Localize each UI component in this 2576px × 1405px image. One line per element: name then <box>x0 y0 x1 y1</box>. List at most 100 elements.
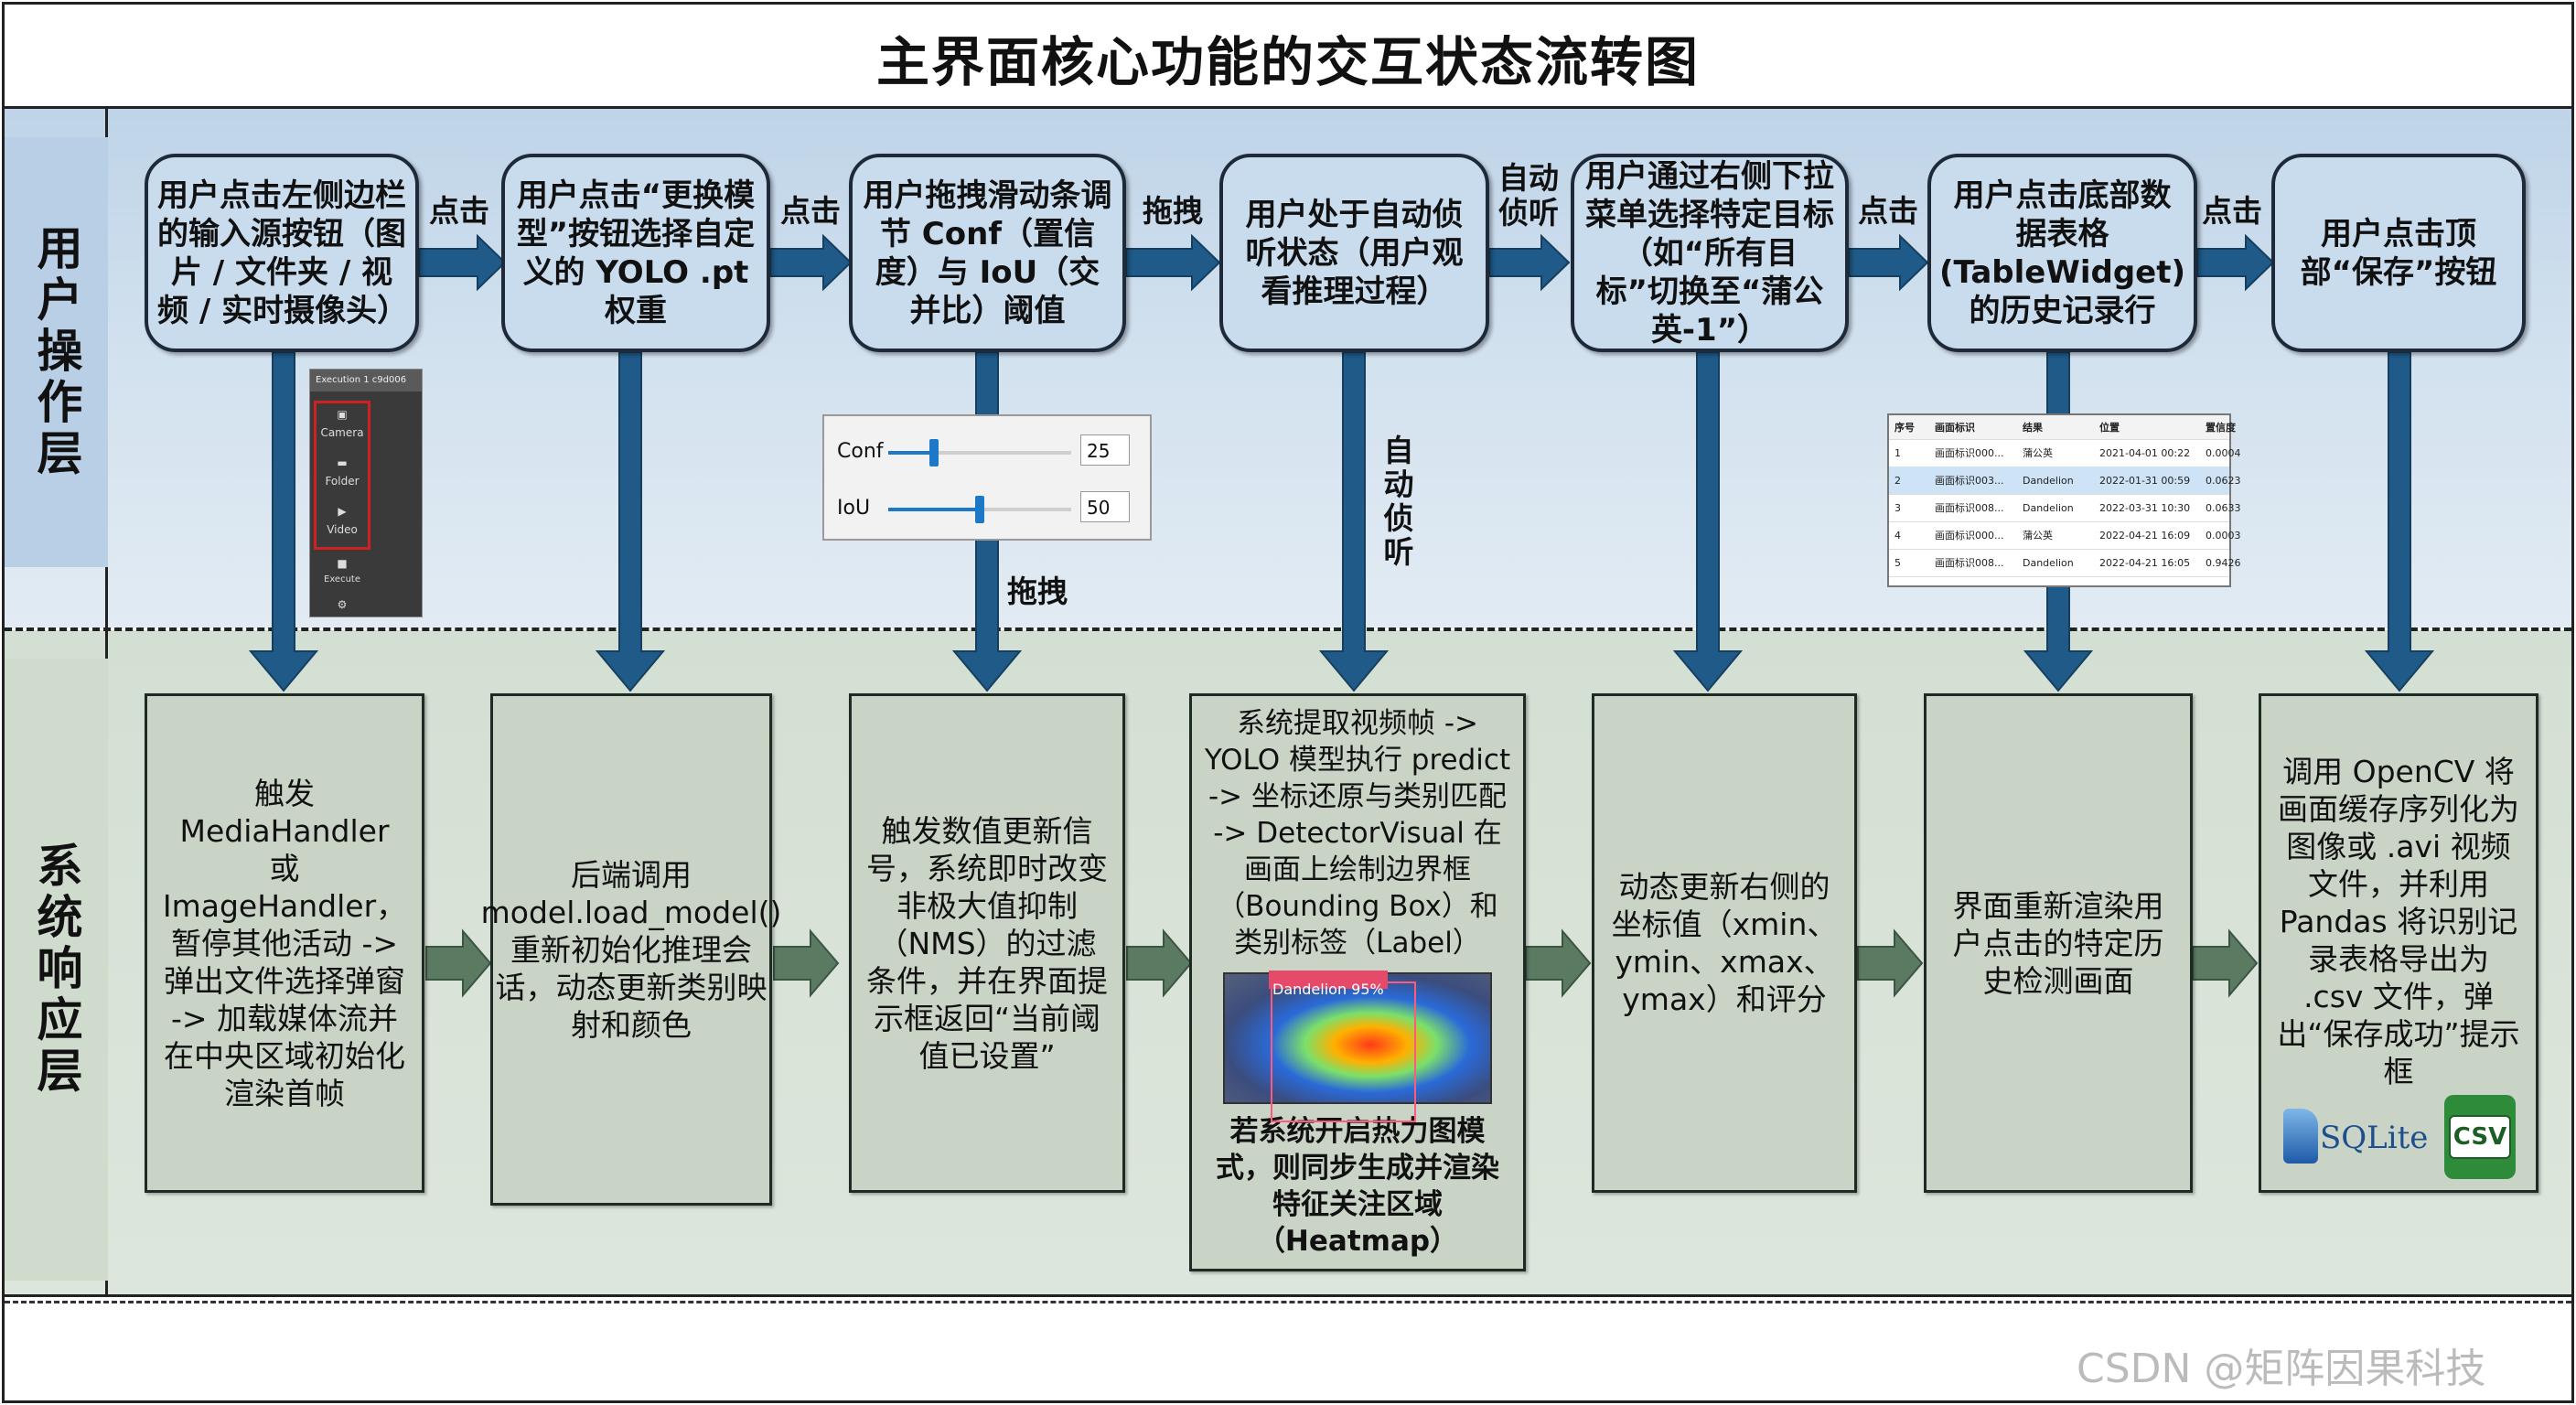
table-header-cell: 置信度 <box>2206 422 2236 434</box>
conf-label: Conf <box>837 440 884 463</box>
sqlite-text: SQLite <box>2320 1120 2429 1156</box>
table-cell: 0.0004 <box>2206 446 2241 459</box>
table-cell: 蒲公英 <box>2023 447 2053 459</box>
edge-label-2: 点击 <box>780 193 841 229</box>
user-step-1: 用户点击左侧边栏的输入源按钮（图片 / 文件夹 / 视频 / 实时摄像头） <box>145 154 419 352</box>
down-arrow-4 <box>1318 351 1390 692</box>
conf-track <box>888 439 1071 467</box>
sidebar-execute: Execute <box>324 574 360 585</box>
system-step-5: 动态更新右侧的坐标值（xmin、ymin、xmax、ymax）和评分 <box>1592 693 1857 1193</box>
table-cell: 0.9426 <box>2206 556 2241 569</box>
table-cell: 2022-03-31 10:30 <box>2099 501 2191 514</box>
system-step-4: 系统提取视频帧 -> YOLO 模型执行 predict -> 坐标还原与类别匹… <box>1189 693 1526 1271</box>
sidebar-highlight-frame <box>314 401 370 550</box>
slider-panel-thumbnail: Conf 25 IoU 50 <box>822 414 1152 541</box>
table-cell: Dandelion <box>2023 501 2074 514</box>
system-step-7: 调用 OpenCV 将画面缓存序列化为图像或 .avi 视频文件，并利用 Pan… <box>2259 693 2538 1193</box>
diagram-title: 主界面核心功能的交互状态流转图 <box>875 30 1700 93</box>
title-divider <box>2 106 2574 109</box>
iou-fill <box>888 508 980 511</box>
sqlite-feather-icon <box>2283 1109 2318 1164</box>
lane-bottom-border <box>5 1294 2571 1297</box>
table-cell: 0.0003 <box>2206 529 2241 542</box>
table-cell: 2022-04-21 16:09 <box>2099 529 2191 542</box>
system-arrow-6 <box>2192 928 2259 998</box>
lane-divider <box>5 627 2571 631</box>
system-step-4-top: 系统提取视频帧 -> YOLO 模型执行 predict -> 坐标还原与类别匹… <box>1204 707 1511 960</box>
table-header-cell: 画面标识 <box>1935 422 1975 434</box>
bounding-box <box>1271 981 1416 1122</box>
user-step-5: 用户通过右侧下拉菜单选择特定目标（如“所有目标”切换至“蒲公英-1”） <box>1571 154 1849 352</box>
table-cell: 2022-04-21 16:05 <box>2099 556 2191 569</box>
user-arrow-3 <box>1125 233 1221 292</box>
user-arrow-6 <box>2196 233 2275 292</box>
system-step-6: 界面重新渲染用户点击的特定历史检测画面 <box>1924 693 2193 1193</box>
edge-label-6: 点击 <box>2202 193 2262 229</box>
sidebar-thumbnail: Execution 1 c9d006 ▣ Camera ▬ Folder ▶ V… <box>309 369 423 617</box>
table-cell: 画面标识000... <box>1935 447 2004 459</box>
lane-bottom-dashed <box>5 1301 2571 1303</box>
conf-spinbox[interactable]: 25 <box>1080 434 1130 466</box>
down-arrow-5 <box>1672 351 1744 692</box>
system-arrow-5 <box>1857 928 1924 998</box>
execute-icon: ■ <box>337 557 348 570</box>
sidebar-video: Video <box>327 523 358 536</box>
table-cell: 5 <box>1894 556 1901 569</box>
vertical-label-auto: 自动侦听 <box>1379 434 1414 570</box>
system-step-3: 触发数值更新信号，系统即时改变非极大值抑制（NMS）的过滤条件，并在界面提示框返… <box>849 693 1125 1193</box>
edge-label-3: 拖拽 <box>1143 193 1203 229</box>
table-header: 序号画面标识结果位置置信度 <box>1889 415 2236 440</box>
edge-label-4: 自动侦听 <box>1498 160 1559 231</box>
system-step-1: 触发 MediaHandler 或 ImageHandler，暂停其他活动 ->… <box>145 693 424 1193</box>
system-lane-label: 系统响应层 <box>5 659 108 1281</box>
table-cell: 2022-01-31 00:59 <box>2099 474 2191 487</box>
user-arrow-2 <box>769 233 853 292</box>
down-arrow-2 <box>595 351 666 692</box>
down-arrow-1 <box>248 351 319 692</box>
gear-icon: ⚙ <box>337 598 348 611</box>
edge-label-5: 点击 <box>1858 193 1918 229</box>
vertical-label-drag: 拖拽 <box>1007 574 1068 609</box>
table-cell: 0.0623 <box>2206 474 2241 487</box>
system-step-4-bottom: 若系统开启热力图模式，则同步生成并渲染特征关注区域（Heatmap） <box>1216 1115 1499 1258</box>
csv-file-icon: CSV <box>2444 1095 2516 1179</box>
sidebar-camera: Camera <box>320 426 364 439</box>
conf-slider-handle[interactable] <box>929 439 939 467</box>
iou-slider-handle[interactable] <box>975 496 984 523</box>
iou-spinbox[interactable]: 50 <box>1080 491 1130 522</box>
system-step-2: 后端调用 model.load_model() 重新初始化推理会话，动态更新类别… <box>481 693 781 1206</box>
heatmap-image: Dandelion 95% <box>1223 971 1492 1122</box>
user-arrow-1 <box>418 233 507 292</box>
video-icon: ▶ <box>338 505 347 518</box>
folder-icon: ▬ <box>337 456 348 469</box>
user-step-4: 用户处于自动侦听状态（用户观看推理过程） <box>1219 154 1489 352</box>
user-arrow-4 <box>1488 233 1571 292</box>
table-header-cell: 序号 <box>1894 422 1915 434</box>
camera-icon: ▣ <box>337 408 348 421</box>
table-cell: 3 <box>1894 501 1901 514</box>
watermark: CSDN @矩阵因果科技 <box>2077 1346 2486 1392</box>
down-arrow-7 <box>2364 351 2435 692</box>
table-cell: 画面标识008... <box>1935 502 2004 514</box>
table-row[interactable]: 5 画面标识008... Dandelion 2022-04-21 16:05 0.94… <box>1889 549 2241 577</box>
iou-track <box>888 496 1071 523</box>
table-header-cell: 位置 <box>2099 422 2120 434</box>
table-cell: 画面标识008... <box>1935 557 2004 569</box>
table-cell: Dandelion <box>2023 556 2074 569</box>
table-cell: 4 <box>1894 529 1901 542</box>
user-step-3: 用户拖拽滑动条调节 Conf（置信度）与 IoU（交并比）阈值 <box>849 154 1126 352</box>
user-step-6: 用户点击底部数据表格(TableWidget)的历史记录行 <box>1927 154 2197 352</box>
table-cell: 画面标识003... <box>1935 475 2004 487</box>
sidebar-thumb-header: Execution 1 c9d006 <box>310 370 422 391</box>
iou-label: IoU <box>837 497 871 520</box>
table-cell: 1 <box>1894 446 1901 459</box>
sidebar-folder: Folder <box>325 475 360 488</box>
edge-label-1: 点击 <box>429 193 489 229</box>
system-arrow-1 <box>425 928 492 998</box>
table-cell: 蒲公英 <box>2023 530 2053 542</box>
